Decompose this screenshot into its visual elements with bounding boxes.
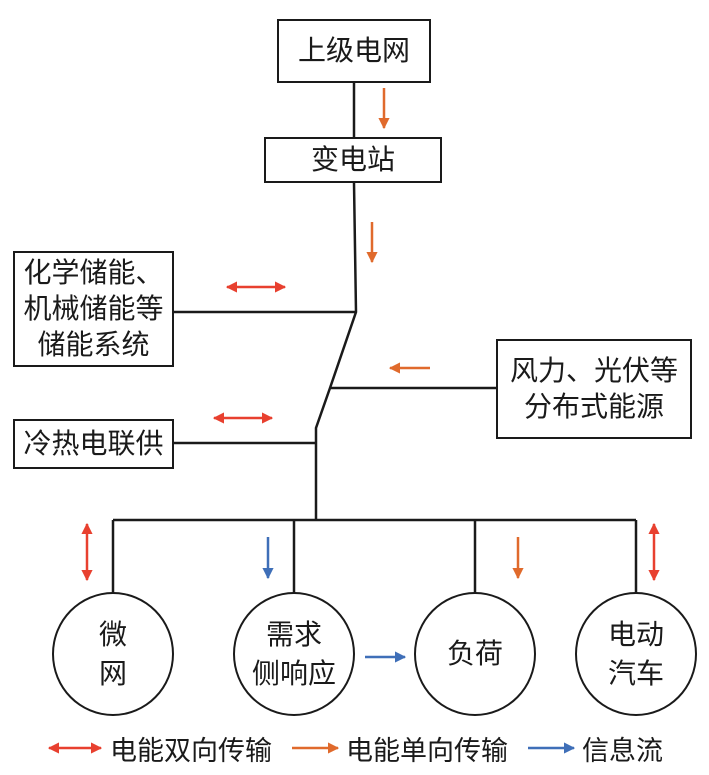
microgrid-label-line1: 微 [98, 617, 127, 651]
bidirectional-arrow-icon [47, 742, 103, 754]
demand-response-node: 需求 侧响应 [233, 592, 355, 716]
legend: 电能双向传输 电能单向传输 信息流 [0, 726, 709, 770]
substation-box: 变电站 [264, 137, 442, 183]
ev-label-line2: 汽车 [607, 657, 664, 690]
substation-label: 变电站 [310, 143, 395, 177]
unidirectional-arrow-icon [292, 742, 340, 754]
storage-label-line1: 化学储能、 [23, 256, 164, 290]
microgrid-node: 微 网 [52, 592, 174, 716]
chp-box: 冷热电联供 [13, 419, 174, 469]
demand-label-line1: 需求 [265, 617, 322, 651]
connection-lines [111, 83, 638, 594]
main-feeder-line [314, 182, 358, 520]
storage-label-line3: 储能系统 [37, 327, 150, 361]
legend-info: 信息流 [526, 726, 663, 770]
load-node: 负荷 [414, 592, 536, 716]
storage-label-line2: 机械储能等 [23, 292, 164, 326]
load-label: 负荷 [446, 637, 503, 671]
chp-label: 冷热电联供 [23, 427, 164, 461]
upper-grid-label: 上级电网 [297, 34, 410, 68]
upper-grid-box: 上级电网 [277, 19, 431, 83]
ev-node: 电动 汽车 [575, 592, 697, 716]
legend-bidirectional-label: 电能双向传输 [110, 735, 272, 767]
storage-box: 化学储能、 机械储能等 储能系统 [13, 251, 174, 367]
microgrid-label-line2: 网 [98, 657, 127, 690]
legend-bidirectional: 电能双向传输 [44, 726, 272, 770]
legend-unidirectional: 电能单向传输 [290, 726, 508, 770]
legend-unidirectional-label: 电能单向传输 [346, 735, 508, 767]
renewable-label-line2: 分布式能源 [523, 390, 664, 423]
info-flow-arrow-icon [528, 742, 576, 754]
ev-label-line1: 电动 [607, 617, 664, 651]
demand-label-line2: 侧响应 [251, 657, 336, 690]
renewable-label-line1: 风力、光伏等 [509, 354, 678, 388]
flow-arrows [81, 88, 660, 663]
legend-info-label: 信息流 [582, 735, 663, 767]
renewable-box: 风力、光伏等 分布式能源 [496, 339, 692, 439]
